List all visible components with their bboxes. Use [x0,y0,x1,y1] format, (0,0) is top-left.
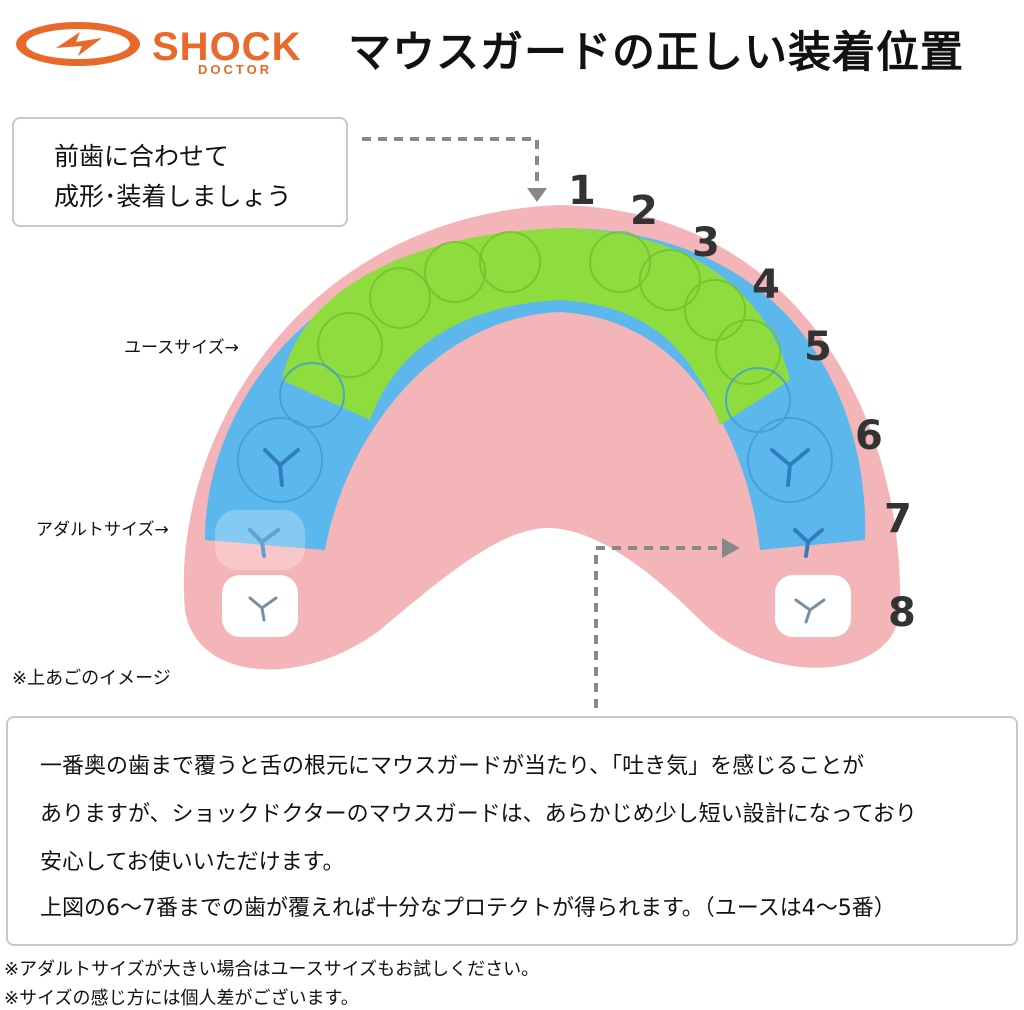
tooth-number-4: 4 [752,262,780,308]
shock-doctor-logo: SHOCK DOCTOR [16,22,301,77]
info-line-4: 上図の6～7番までの歯が覆えれば十分なプロテクトが得られます。（ユースは4～5番… [40,896,896,921]
youth-guard [282,228,790,425]
tooth-number-8: 8 [888,590,916,636]
info-line-3: 安心してお使いいただけます。 [40,850,345,875]
lightning-bolt-icon [56,32,102,56]
callout-line-2: 成形･装着しましょう [54,182,292,211]
tooth-8-right [775,575,851,637]
tooth-number-1: 1 [568,168,596,214]
footnote-1: ※アダルトサイズが大きい場合はユースサイズもお試しください。 [4,959,540,980]
arrow-down-icon [527,188,547,202]
svg-text:DOCTOR: DOCTOR [198,62,272,77]
tooth-number-5: 5 [804,324,832,370]
info-line-2: ありますが、ショックドクターのマウスガードは、あらかじめ少し短い設計になっており [40,802,917,827]
svg-text:SHOCK: SHOCK [152,25,301,69]
image-note: ※上あごのイメージ [12,668,171,689]
upper-jaw-diagram [183,137,901,708]
tooth-number-7: 7 [884,496,912,542]
adult-size-label: アダルトサイズ→ [36,520,169,540]
tooth-number-2: 2 [630,188,658,234]
info-line-1: 一番奥の歯まで覆うと舌の根元にマウスガードが当たり、「吐き気」を感じることが [40,754,865,779]
arrow-right-icon [722,538,740,558]
fitting-callout: 前歯に合わせて 成形･装着しましょう [12,117,348,227]
callout-line-1: 前歯に合わせて [54,142,230,171]
page-title: マウスガードの正しい装着位置 [348,28,964,78]
youth-size-label: ユースサイズ→ [124,338,239,358]
tooth-number-3: 3 [692,220,720,266]
footnote-2: ※サイズの感じ方には個人差がございます。 [4,988,359,1009]
info-box: 一番奥の歯まで覆うと舌の根元にマウスガードが当たり、「吐き気」を感じることが あ… [6,716,1018,946]
tooth-number-6: 6 [855,413,883,459]
